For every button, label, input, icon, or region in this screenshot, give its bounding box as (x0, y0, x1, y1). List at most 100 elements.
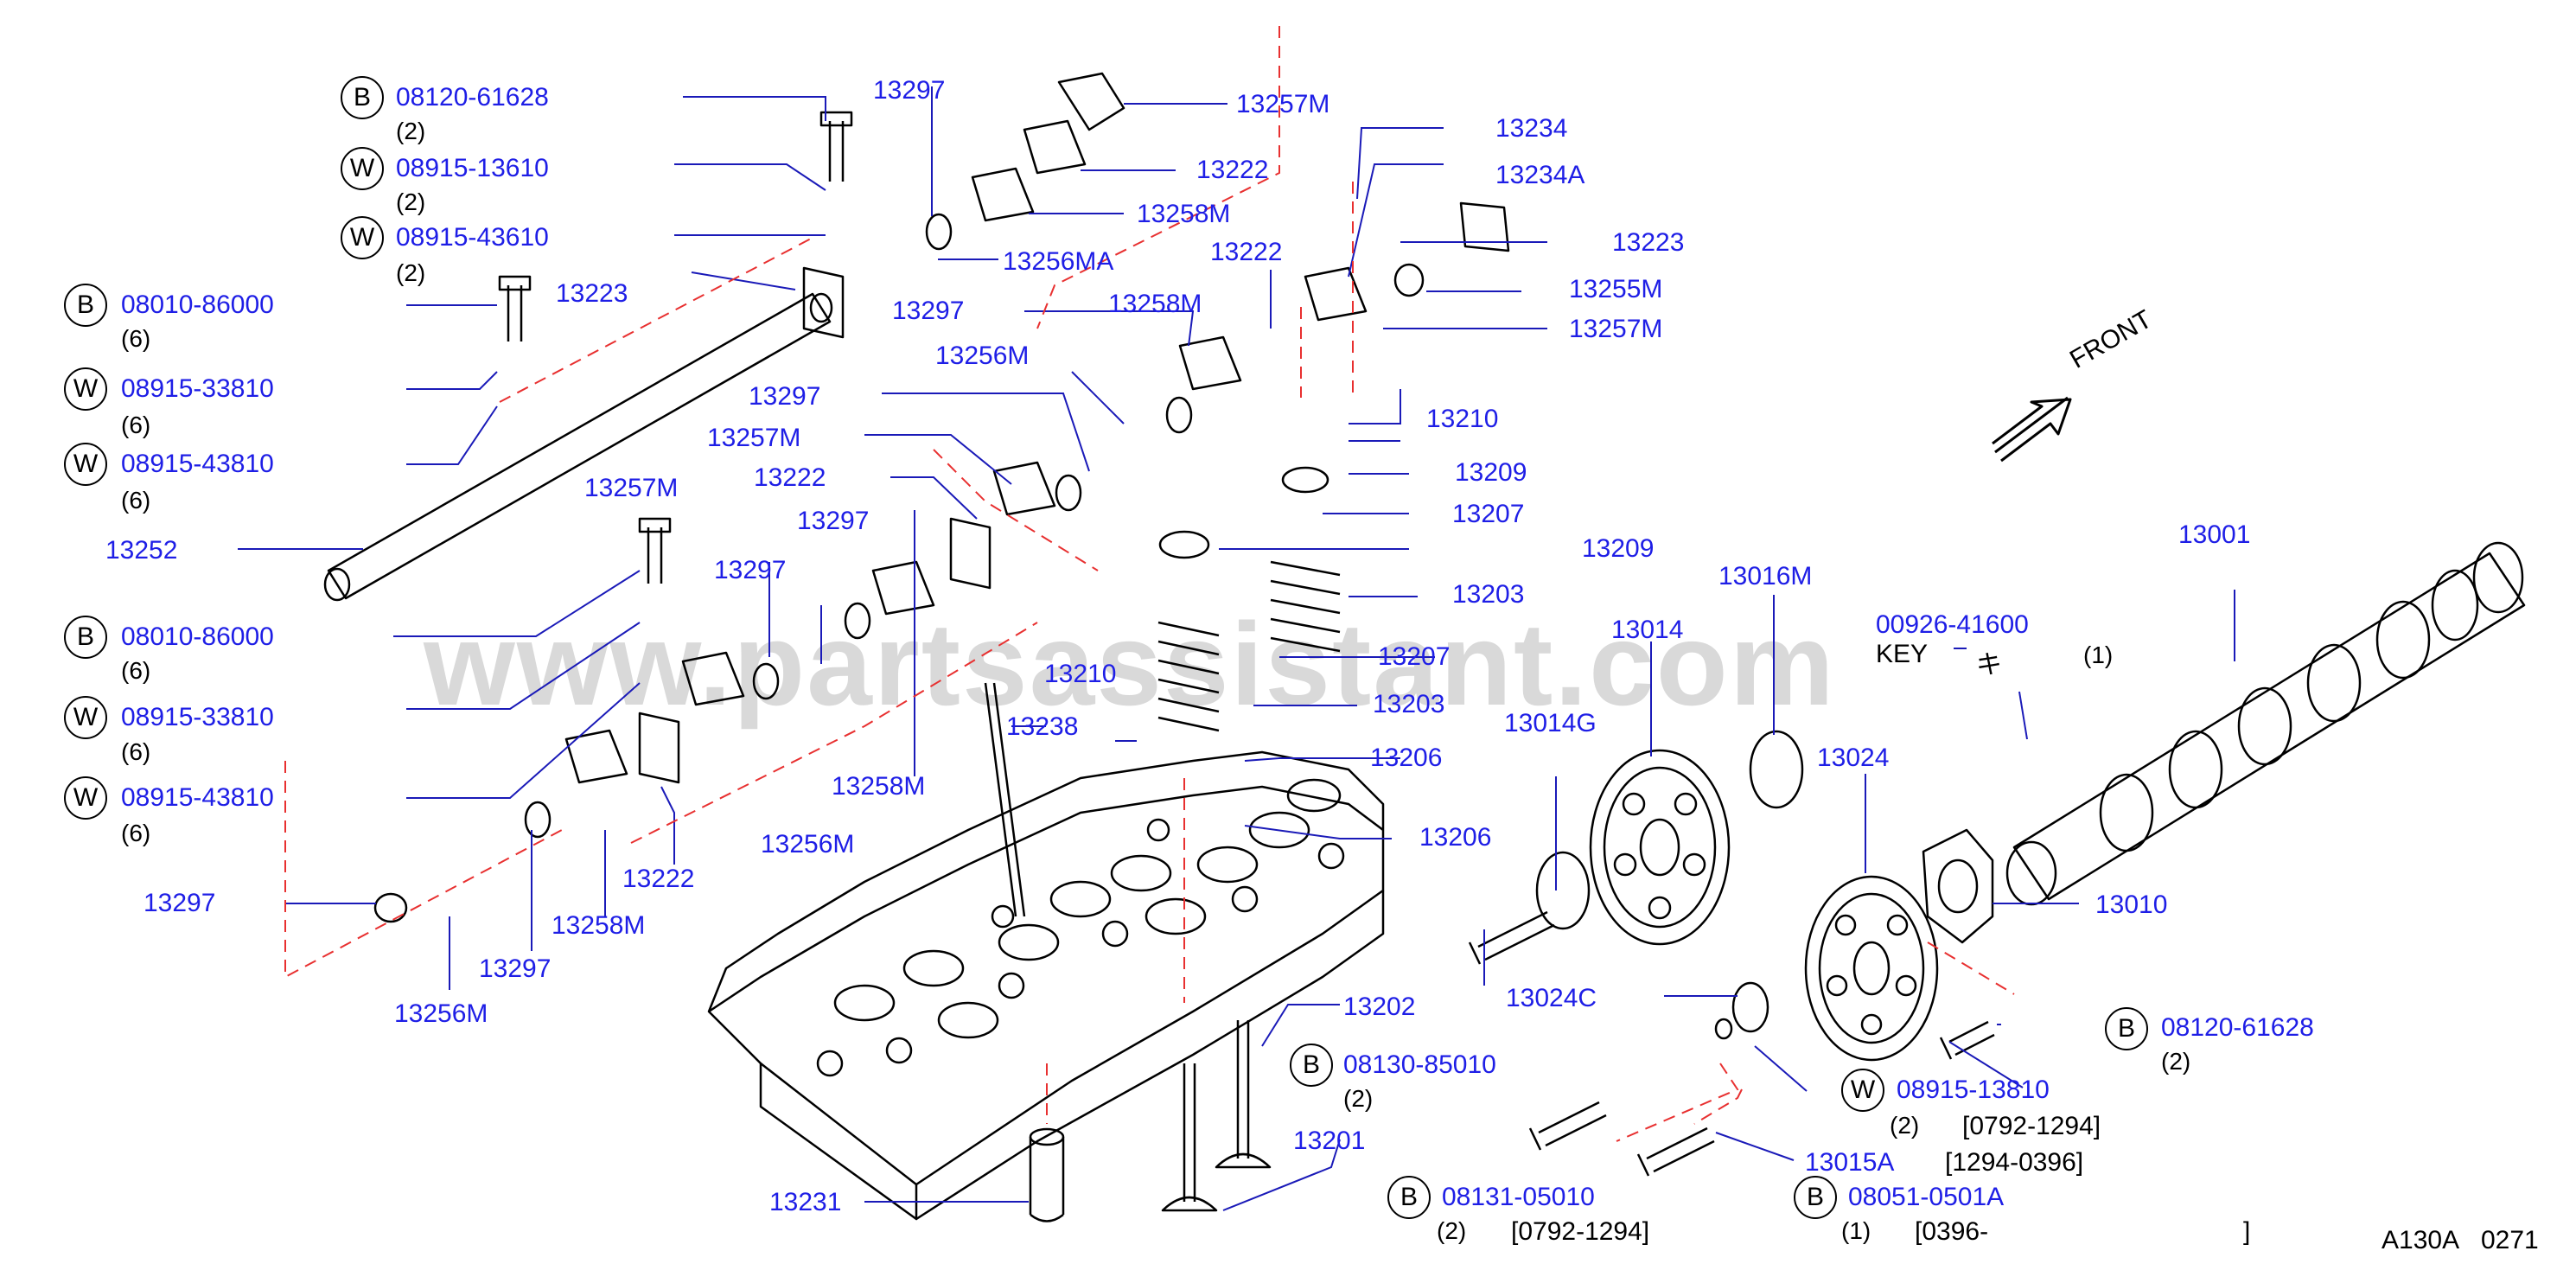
watermark: www.partsassistant.com (424, 598, 1836, 730)
fastener-prefix-w: W (341, 147, 384, 190)
fastener-prefix-b: B (1387, 1176, 1431, 1219)
fastener-qty: (2) (396, 188, 426, 215)
rocker-arms-drawing (564, 72, 1510, 784)
fastener-prefix-b: B (341, 76, 384, 119)
part-13014[interactable]: 13014 (1611, 616, 1684, 644)
part-13222[interactable]: 13222 (1210, 238, 1283, 266)
part-13258m[interactable]: 13258M (832, 772, 926, 801)
fastener-qty: (2) (1343, 1085, 1374, 1112)
part-13297[interactable]: 13297 (873, 76, 946, 105)
part-13258m[interactable]: 13258M (1108, 290, 1202, 318)
fastener-number[interactable]: 08915-33810 (121, 703, 274, 731)
figure-code: A130A (2382, 1226, 2460, 1254)
bolts-drawing (498, 111, 1995, 1177)
key-part-number[interactable]: 00926-41600 (1876, 610, 2029, 639)
part-13222[interactable]: 13222 (622, 865, 695, 893)
part-13257m[interactable]: 13257M (707, 424, 801, 452)
front-arrow-drawing (1992, 398, 2072, 463)
rocker-shaft-drawing (323, 292, 833, 602)
fastener-date-range: [0792-1294] (1962, 1112, 2101, 1140)
part-13234[interactable]: 13234 (1495, 114, 1568, 143)
part-13297[interactable]: 13297 (479, 954, 552, 983)
part-13257m[interactable]: 13257M (1569, 315, 1663, 343)
part-13222[interactable]: 13222 (754, 463, 826, 492)
part-13256ma[interactable]: 13256MA (1003, 247, 1114, 276)
part-13297[interactable]: 13297 (143, 889, 216, 917)
fastener-qty: (6) (121, 738, 151, 765)
part-13210[interactable]: 13210 (1044, 660, 1117, 688)
fastener-qty: (6) (121, 657, 151, 684)
part-13257m[interactable]: 13257M (1236, 90, 1330, 118)
fastener-prefix-b: B (64, 284, 107, 327)
part-13257m[interactable]: 13257M (584, 474, 679, 502)
fastener-qty: (2) (396, 259, 426, 286)
fastener-date-range: [0792-1294] (1511, 1217, 1650, 1246)
fastener-number[interactable]: 08131-05010 (1442, 1183, 1595, 1211)
fastener-number[interactable]: 08130-85010 (1343, 1050, 1496, 1079)
part-13014g[interactable]: 13014G (1504, 709, 1597, 737)
part-13010[interactable]: 13010 (2095, 890, 2168, 919)
fastener-number[interactable]: 08915-43810 (121, 450, 274, 478)
fastener-prefix-b: B (1290, 1044, 1333, 1087)
valve-guide-drawing (1029, 1137, 1065, 1222)
pushrod-drawing (984, 682, 1026, 917)
part-13201[interactable]: 13201 (1293, 1127, 1366, 1155)
fastener-number[interactable]: 08915-43610 (396, 223, 549, 252)
part-13016m[interactable]: 13016M (1718, 562, 1813, 590)
part-13206[interactable]: 13206 (1419, 823, 1492, 852)
fastener-number[interactable]: 08915-33810 (121, 374, 274, 403)
part-13231[interactable]: 13231 (769, 1188, 842, 1216)
part-13202[interactable]: 13202 (1343, 993, 1416, 1021)
part-13206[interactable]: 13206 (1370, 744, 1443, 772)
part-13209[interactable]: 13209 (1455, 458, 1527, 487)
part-13210[interactable]: 13210 (1426, 405, 1499, 433)
fastener-prefix-w: W (64, 696, 107, 739)
part-13234a[interactable]: 13234A (1495, 161, 1585, 189)
fastener-prefix-w: W (1841, 1069, 1884, 1112)
part-13203[interactable]: 13203 (1452, 580, 1525, 609)
fastener-number[interactable]: 08915-13810 (1897, 1076, 2050, 1104)
fastener-qty: (6) (121, 820, 151, 846)
fastener-number[interactable]: 08120-61628 (396, 83, 549, 112)
fastener-prefix-b: B (2105, 1007, 2148, 1050)
part-13024[interactable]: 13024 (1817, 744, 1890, 772)
part-13209[interactable]: 13209 (1582, 534, 1655, 563)
valve-springs-drawing (1157, 560, 1341, 732)
fastener-prefix-w: W (64, 776, 107, 820)
part-13252[interactable]: 13252 (105, 536, 178, 565)
fastener-prefix-w: W (64, 367, 107, 411)
part-13238[interactable]: 13238 (1006, 712, 1079, 741)
fastener-date-range: [0396- (1915, 1217, 1989, 1246)
fastener-number[interactable]: 08010-86000 (121, 290, 274, 319)
part-13297[interactable]: 13297 (749, 382, 821, 411)
part-13015a[interactable]: 13015A (1805, 1148, 1895, 1177)
part-13001[interactable]: 13001 (2178, 520, 2251, 549)
part-13297[interactable]: 13297 (714, 556, 787, 584)
part-13258m[interactable]: 13258M (552, 911, 646, 940)
fastener-qty: (2) (1890, 1112, 1920, 1139)
part-13256m[interactable]: 13256M (394, 999, 488, 1028)
part-13223[interactable]: 13223 (1612, 228, 1685, 257)
part-13223[interactable]: 13223 (556, 279, 628, 308)
part-13258m[interactable]: 13258M (1137, 200, 1231, 228)
fastener-number[interactable]: 08010-86000 (121, 622, 274, 651)
part-13207[interactable]: 13207 (1452, 500, 1525, 528)
idler-gear-drawing (1804, 875, 1939, 1062)
part-13256m[interactable]: 13256M (761, 830, 855, 859)
fastener-number[interactable]: 08051-0501A (1848, 1183, 2005, 1211)
fastener-number[interactable]: 08915-13610 (396, 154, 549, 182)
fastener-number[interactable]: 08120-61628 (2161, 1013, 2314, 1042)
fastener-prefix-w: W (341, 216, 384, 259)
part-13297[interactable]: 13297 (797, 507, 870, 535)
fastener-number[interactable]: 08915-43810 (121, 783, 274, 812)
part-13256m[interactable]: 13256M (935, 341, 1030, 370)
fastener-qty: (6) (121, 325, 151, 352)
figure-number: 0271 (2481, 1226, 2539, 1254)
part-13207[interactable]: 13207 (1378, 642, 1451, 671)
part-13222[interactable]: 13222 (1196, 156, 1269, 184)
part-13024c[interactable]: 13024C (1506, 984, 1597, 1012)
part-13297[interactable]: 13297 (892, 297, 965, 325)
part-13203[interactable]: 13203 (1373, 690, 1445, 718)
part-13255m[interactable]: 13255M (1569, 275, 1663, 303)
